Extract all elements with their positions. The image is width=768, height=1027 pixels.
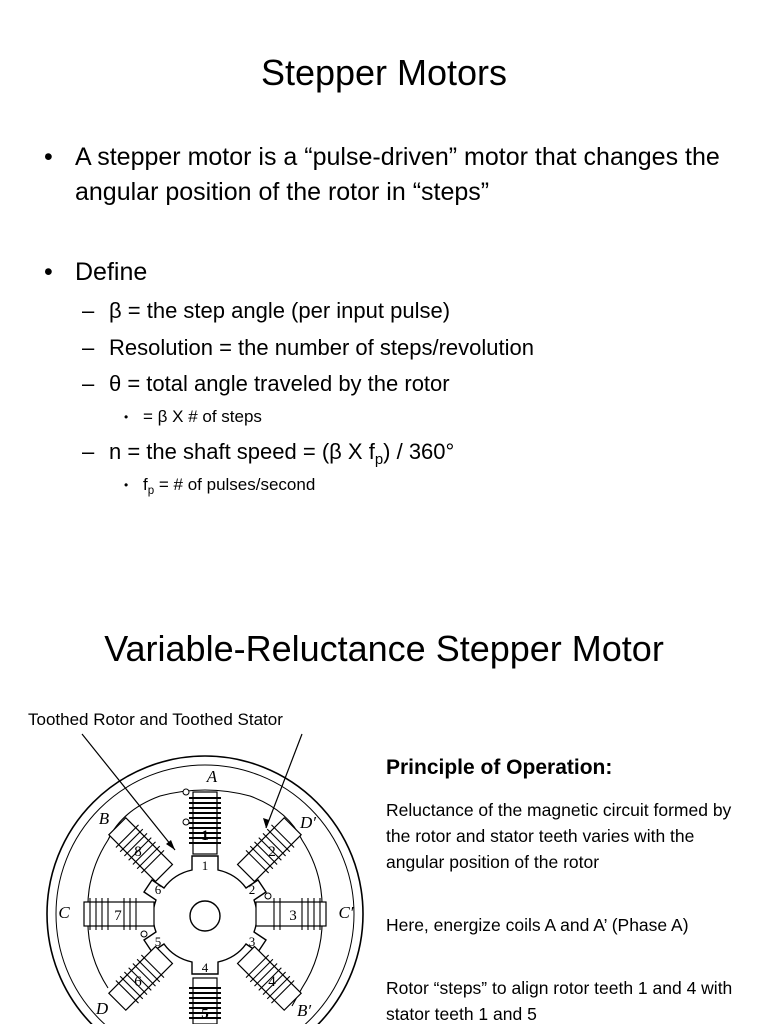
caption-arrowhead-left xyxy=(166,840,175,850)
sub-item-beta-steps: • = β X # of steps xyxy=(124,407,262,427)
stator-pole-a xyxy=(182,788,221,855)
stator-pole-b xyxy=(107,816,174,883)
principle-paragraph-rotor-steps: Rotor “steps” to align rotor teeth 1 and… xyxy=(386,978,733,1024)
stator-tooth-numbers: 1 2 3 4 5 6 7 8 xyxy=(114,828,297,1022)
define-item-resolution: – Resolution = the number of steps/revol… xyxy=(82,335,534,361)
principle-paragraph-energize: Here, energize coils A and A’ (Phase A) xyxy=(386,915,689,935)
dash-marker: – xyxy=(82,298,95,323)
stator-tooth-number: 6 xyxy=(134,974,142,990)
coil-c-prime-windings xyxy=(273,898,321,930)
stepper-motor-diagram: 1 2 3 4 5 6 7 8 1 2 3 4 5 6 A B D′ C C′ … xyxy=(46,733,364,1024)
stator-pole-c-prime xyxy=(255,892,327,930)
bullet-text: Define xyxy=(75,258,148,286)
stator-pole-c xyxy=(83,898,155,938)
stator-tooth-number: 5 xyxy=(201,1006,209,1022)
phase-label-c: C xyxy=(58,903,70,922)
define-item-text: β = the step angle (per input pulse) xyxy=(109,298,451,323)
rotor-outline xyxy=(143,855,267,975)
stator-pole-d-prime-body xyxy=(236,816,303,883)
stator-pole-d-prime xyxy=(236,816,303,883)
rotor-tooth-number: 1 xyxy=(202,858,209,873)
subscript-p: p xyxy=(147,485,155,498)
stator-inner-ring xyxy=(55,764,355,1024)
bullet-dot: • xyxy=(44,258,53,286)
sub-bullet-dot: • xyxy=(124,478,129,492)
diagram-caption: Toothed Rotor and Toothed Stator xyxy=(28,710,283,729)
coil-b-windings xyxy=(115,824,165,874)
slide-title-variable-reluctance: Variable-Reluctance Stepper Motor xyxy=(104,628,664,669)
phase-labels: A B D′ C C′ D B′ xyxy=(58,767,353,1020)
subscript-p: p xyxy=(374,451,384,469)
shaft-speed-text-1: n = the shaft speed = (β X f xyxy=(109,439,375,464)
define-item-total-angle: – θ = total angle traveled by the rotor xyxy=(82,371,450,397)
rotor xyxy=(143,855,267,975)
bullet-text: A stepper motor is a “pulse-driven” moto… xyxy=(75,143,720,206)
principle-paragraph-reluctance: Reluctance of the magnetic circuit forme… xyxy=(386,800,732,872)
rotor-shaft xyxy=(189,900,221,932)
coil-d-windings xyxy=(115,954,165,1004)
terminal-c-prime xyxy=(264,892,272,900)
pulse-rate-text-2: = # of pulses/second xyxy=(154,475,316,494)
phase-label-d-prime: D′ xyxy=(299,813,316,832)
define-item-step-angle: – β = the step angle (per input pulse) xyxy=(82,298,450,324)
stator-pole-a-prime xyxy=(189,977,221,1024)
phase-label-c-prime: C′ xyxy=(338,903,353,922)
principle-heading: Principle of Operation: xyxy=(386,756,613,779)
bullet-define: • Define xyxy=(44,255,765,290)
stator-pole-b-prime xyxy=(236,945,303,1012)
stator-pole-b-prime-body xyxy=(236,945,303,1012)
caption-pointer-left xyxy=(81,733,176,851)
sub-item-pulse-rate: • fp = # of pulses/second xyxy=(124,475,315,501)
define-item-shaft-speed: – n = the shaft speed = (β X fp) / 360° xyxy=(82,439,454,473)
stator-pole-b-body xyxy=(107,816,174,883)
rotor-tooth-number: 5 xyxy=(155,934,162,949)
dash-marker: – xyxy=(82,335,95,360)
caption-arrowhead-right xyxy=(263,818,269,828)
stator-pole-a-prime-body xyxy=(192,977,218,1024)
coil-b-prime-windings xyxy=(245,954,295,1004)
coil-d-prime-windings xyxy=(245,824,295,874)
terminal-c xyxy=(140,930,148,938)
stator-tooth-number: 2 xyxy=(268,844,276,860)
shaft-speed-text-2: ) / 360° xyxy=(383,439,455,464)
stator-tooth-number: 7 xyxy=(114,908,122,924)
stator-body-outline xyxy=(87,789,323,1007)
terminal-a-left xyxy=(182,788,190,796)
stator-tooth-number: 4 xyxy=(268,974,276,990)
pulse-rate-text-1: f xyxy=(143,475,148,494)
rotor-tooth-numbers: 1 2 3 4 5 6 xyxy=(155,858,256,975)
phase-label-b-prime: B′ xyxy=(297,1001,311,1020)
stator-outer-ring xyxy=(46,755,364,1024)
caption-pointer-right xyxy=(265,733,303,829)
stator-tooth-number: 3 xyxy=(289,908,297,924)
coil-a-windings xyxy=(189,797,221,844)
coil-a-prime-windings xyxy=(189,987,221,1019)
stator-tooth-number: 8 xyxy=(134,844,142,860)
rotor-tooth-number: 4 xyxy=(202,960,209,975)
phase-label-a: A xyxy=(206,767,218,786)
rotor-tooth-number: 2 xyxy=(249,882,256,897)
stator-pole-d-body xyxy=(107,945,174,1012)
dash-marker: – xyxy=(82,439,95,464)
stator-pole-d xyxy=(107,945,174,1012)
define-item-text: θ = total angle traveled by the rotor xyxy=(109,371,450,396)
bullet-dot: • xyxy=(44,143,53,171)
bullet-stepper-definition: • A stepper motor is a “pulse-driven” mo… xyxy=(44,140,765,210)
rotor-tooth-number: 6 xyxy=(155,882,162,897)
phase-label-b: B xyxy=(99,809,110,828)
terminal-a-mid xyxy=(182,818,190,826)
stator-tooth-number: 1 xyxy=(201,828,209,844)
sub-bullet-dot: • xyxy=(124,410,129,424)
define-item-text: Resolution = the number of steps/revolut… xyxy=(109,335,534,360)
coil-c-windings xyxy=(89,898,137,930)
sub-item-text: = β X # of steps xyxy=(143,407,262,426)
phase-label-d: D xyxy=(95,999,109,1018)
rotor-tooth-number: 3 xyxy=(249,934,256,949)
slide-title-stepper-motors: Stepper Motors xyxy=(260,52,508,93)
dash-marker: – xyxy=(82,371,95,396)
